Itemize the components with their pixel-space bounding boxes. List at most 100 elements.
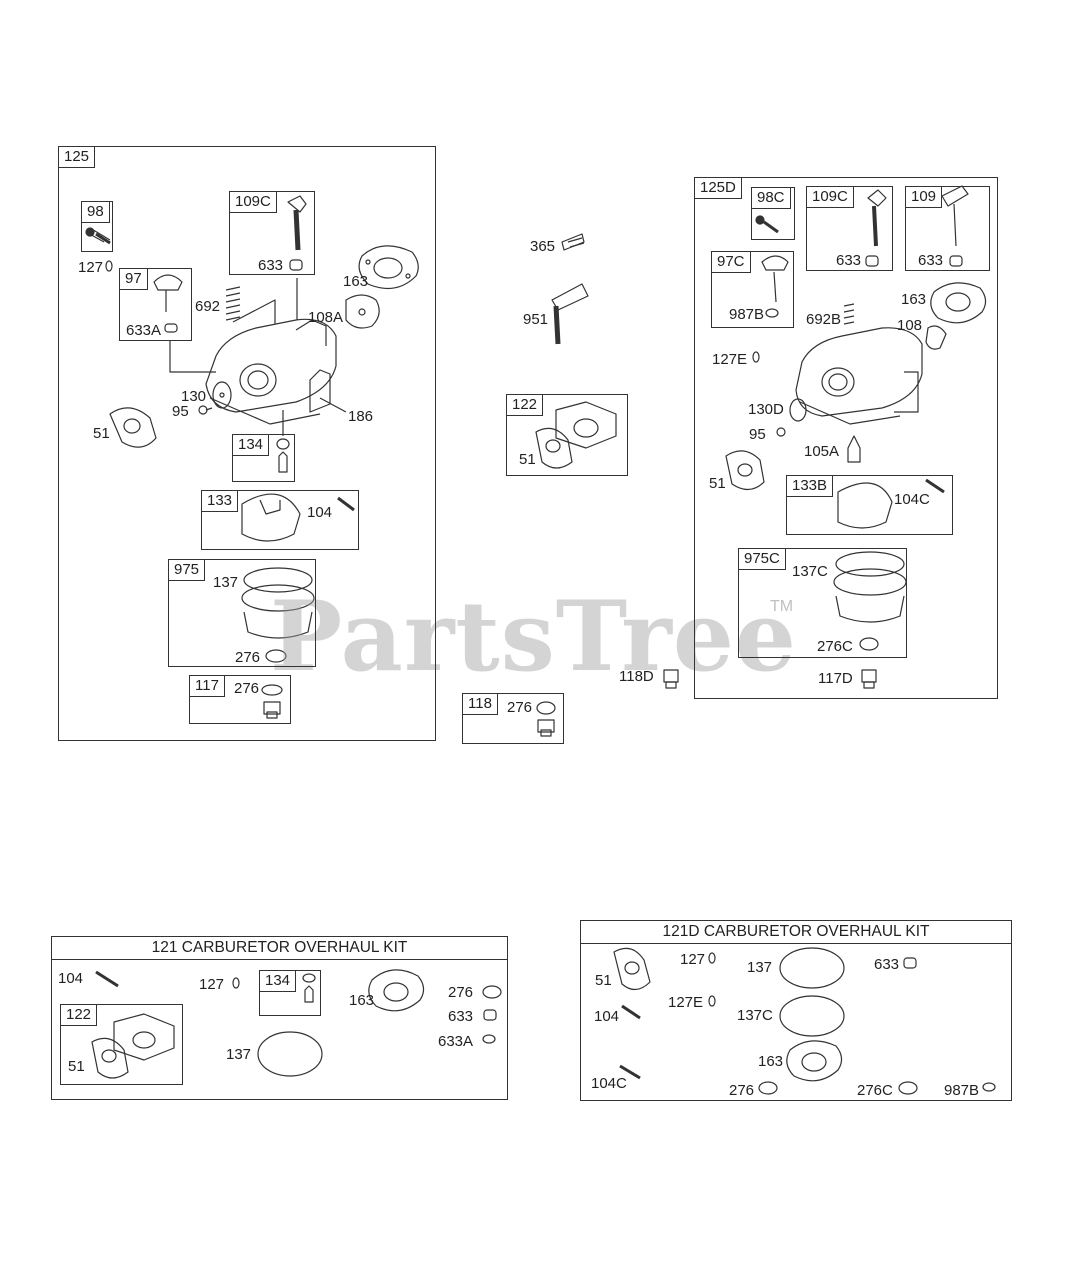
screw-95-right-icon [776, 427, 786, 437]
washer-276-117-icon [261, 684, 283, 696]
screw-98-icon [85, 227, 111, 245]
kit121d-label-127: 127 [680, 951, 706, 968]
label-104: 104 [307, 504, 333, 521]
sub-975c[interactable]: 975C 137C 276C [738, 548, 907, 658]
bolt-365-icon [561, 233, 585, 251]
kit121d-label-137c: 137C [737, 1007, 773, 1024]
gasket-163-icon [358, 245, 419, 290]
plate-108a-icon [345, 294, 380, 329]
kit121-label-51: 51 [68, 1058, 85, 1075]
assembly-125d[interactable]: 125D [694, 177, 998, 699]
sub-133-tag: 133 [201, 490, 239, 512]
pin-104c-icon [925, 478, 945, 494]
sub-109[interactable]: 109 633 [905, 186, 990, 271]
label-633: 633 [258, 257, 284, 274]
washer-633-109-icon [949, 255, 963, 267]
sub-118[interactable]: 118 276 [462, 693, 564, 744]
sub-133[interactable]: 133 104 [201, 490, 359, 550]
sub-109c-right-tag: 109C [806, 186, 854, 208]
sub-98[interactable]: 98 [81, 201, 113, 252]
kit121d-label-127e: 127E [668, 994, 704, 1011]
plate-130d-icon [789, 398, 807, 422]
sub-122[interactable]: 122 51 [506, 394, 628, 476]
label-95-right: 95 [749, 426, 766, 443]
plate-108-icon [925, 325, 947, 350]
sub-97[interactable]: 97 633A [119, 268, 192, 341]
needle-97c-icon [761, 255, 789, 303]
kit121-label-633a: 633A [438, 1033, 474, 1050]
kit121d-washer-987b-icon [982, 1082, 996, 1092]
kit121d-label-276c: 276C [857, 1082, 893, 1099]
kit121-needle-134-icon [302, 973, 316, 1003]
sub-109c[interactable]: 109C 633 [229, 191, 315, 275]
kit121-gasket-51-icon [91, 1037, 129, 1079]
kit121-washer-633-icon [483, 1009, 497, 1021]
label-276-117: 276 [234, 680, 260, 697]
label-105a: 105A [804, 443, 840, 460]
screw-98c-icon [755, 215, 779, 234]
sub-109c-right[interactable]: 109C 633 [806, 186, 893, 271]
sub-134-tag: 134 [232, 434, 270, 456]
label-633-right: 633 [836, 252, 862, 269]
kit121d-washer-633-icon [903, 957, 917, 969]
label-127: 127 [78, 259, 104, 276]
kit121d-label-633: 633 [874, 956, 900, 973]
washer-633-109c-right-icon [865, 255, 879, 267]
kit-121d-title: 121D CARBURETOR OVERHAUL KIT [581, 921, 1011, 944]
sub-122-tag: 122 [506, 394, 544, 416]
kit121d-gasket-51-icon [613, 947, 651, 991]
gasket-51-right-icon [725, 450, 765, 491]
choke-109-icon [941, 185, 969, 247]
sub-133b-tag: 133B [786, 475, 834, 497]
label-692b: 692B [806, 311, 842, 328]
spring-692-icon [225, 286, 241, 321]
sub-97c[interactable]: 97C 987B [711, 251, 794, 328]
sub-109c-tag: 109C [229, 191, 277, 213]
kit121d-ring-137-icon [779, 947, 845, 989]
assembly-125-tag: 125 [58, 146, 96, 168]
kit121d-label-104c: 104C [591, 1075, 627, 1092]
label-987b: 987B [729, 306, 765, 323]
label-276: 276 [235, 649, 261, 666]
float-133-icon [241, 493, 301, 542]
sub-118-tag: 118 [462, 693, 498, 715]
needle-134-icon [276, 438, 290, 473]
label-51-right: 51 [709, 475, 726, 492]
assembly-125[interactable]: 125 [58, 146, 436, 741]
kit121-sub-134[interactable]: 134 [259, 970, 321, 1016]
kit121d-o-ring-127e-icon [708, 995, 716, 1007]
sub-975c-tag: 975C [738, 548, 786, 570]
kit121d-ring-137c-icon [779, 995, 845, 1037]
carburetor-125d-icon [795, 327, 923, 425]
washer-987b-icon [765, 308, 779, 318]
kit121-ring-137-icon [257, 1031, 323, 1077]
sub-133b[interactable]: 133B 104C [786, 475, 953, 535]
washer-276-118-icon [536, 701, 556, 715]
label-130: 130 [181, 388, 207, 405]
kit121d-label-51: 51 [595, 972, 612, 989]
kit121d-label-163: 163 [758, 1053, 784, 1070]
kit121d-label-276: 276 [729, 1082, 755, 1099]
sub-975-tag: 975 [168, 559, 206, 581]
assembly-125d-tag: 125D [694, 177, 742, 199]
sub-134[interactable]: 134 [232, 434, 295, 482]
kit-121d[interactable]: 121D CARBURETOR OVERHAUL KIT [580, 920, 1012, 1101]
sub-97-tag: 97 [119, 268, 148, 290]
kit-121[interactable]: 121 CARBURETOR OVERHAUL KIT [51, 936, 508, 1100]
gasket-51-122-icon [535, 427, 573, 469]
sub-98c[interactable]: 98C [751, 187, 795, 240]
sub-975[interactable]: 975 137 276 [168, 559, 316, 667]
sub-109-tag: 109 [905, 186, 943, 208]
sub-117[interactable]: 117 276 [189, 675, 291, 724]
label-108a: 108A [308, 309, 344, 326]
label-104c: 104C [894, 491, 930, 508]
label-633a: 633A [126, 322, 162, 339]
label-951: 951 [523, 311, 549, 328]
o-ring-127e-icon [752, 351, 760, 363]
kit121d-pin-104c-icon [619, 1064, 641, 1080]
kit121-sub-122[interactable]: 122 51 [60, 1004, 183, 1085]
nut-117d-icon [861, 669, 877, 689]
kit121-label-137: 137 [226, 1046, 252, 1063]
label-117d: 117D [818, 670, 853, 687]
